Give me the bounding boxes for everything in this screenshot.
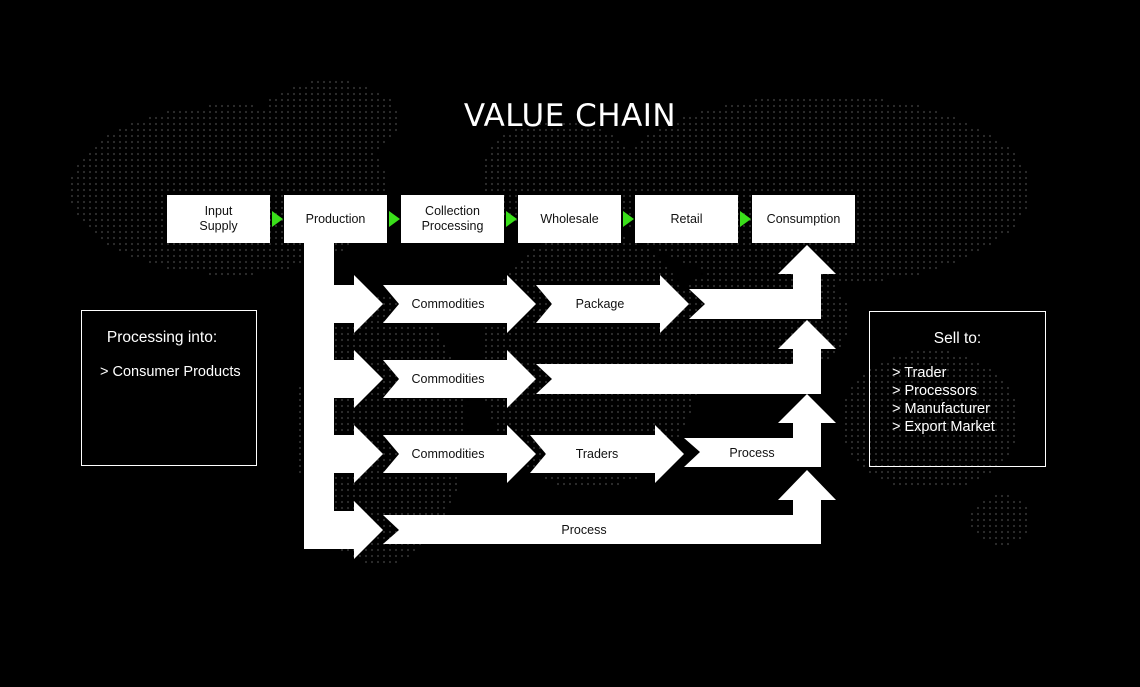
sell-to-item-export-market: > Export Market — [892, 419, 995, 435]
processing-list: > Consumer Products — [82, 363, 256, 381]
stage-wholesale: Wholesale — [518, 195, 621, 243]
row3-elbow-up — [684, 394, 836, 467]
sell-to-heading: Sell to: — [933, 330, 982, 347]
stage-consumption: Consumption — [752, 195, 855, 243]
row3-chevron-2 — [530, 425, 684, 483]
row3-label-1: Commodities — [411, 447, 485, 461]
row2-chevron-1 — [383, 350, 536, 408]
row3-start-arrow — [304, 425, 383, 483]
connector-arrow-1 — [272, 211, 283, 227]
stage-retail: Retail — [635, 195, 738, 243]
row4-start-arrow — [304, 501, 383, 559]
row4-elbow-up — [383, 470, 836, 544]
stage-input-supply: Input Supply — [167, 195, 270, 243]
row1-start-arrow — [304, 275, 383, 333]
sell-to-item-processors: > Processors — [892, 383, 978, 399]
row1-label-2: Package — [575, 297, 625, 311]
row2-label-1: Commodities — [411, 372, 485, 386]
sell-to-panel: Sell to: > Trader > Processors > Manufac… — [869, 311, 1046, 467]
sell-to-list: > Trader > Processors > Manufacturer > E… — [870, 364, 1045, 436]
connector-arrow-5 — [740, 211, 751, 227]
row4-label-1: Process — [561, 523, 607, 537]
row2-elbow-up — [536, 320, 836, 394]
row3-label-2: Traders — [575, 447, 619, 461]
connector-arrow-2 — [389, 211, 400, 227]
row2-start-arrow — [304, 350, 383, 408]
sell-to-item-trader: > Trader — [892, 365, 947, 381]
row1-label-1: Commodities — [411, 297, 485, 311]
row3-label-3: Process — [729, 446, 775, 460]
row1-chevron-1 — [383, 275, 536, 333]
sell-to-item-manufacturer: > Manufacturer — [892, 401, 990, 417]
connector-arrow-3 — [506, 211, 517, 227]
connector-arrow-4 — [623, 211, 634, 227]
processing-heading: Processing into: — [106, 329, 218, 346]
row1-chevron-2 — [536, 275, 689, 333]
row1-elbow-up — [689, 245, 836, 319]
processing-item: > Consumer Products — [100, 364, 241, 380]
row3-chevron-1 — [383, 425, 536, 483]
page-title: VALUE CHAIN — [463, 98, 677, 134]
processing-panel: Processing into: > Consumer Products — [81, 310, 257, 466]
stage-collection-processing: Collection Processing — [401, 195, 504, 243]
stage-production: Production — [284, 195, 387, 243]
